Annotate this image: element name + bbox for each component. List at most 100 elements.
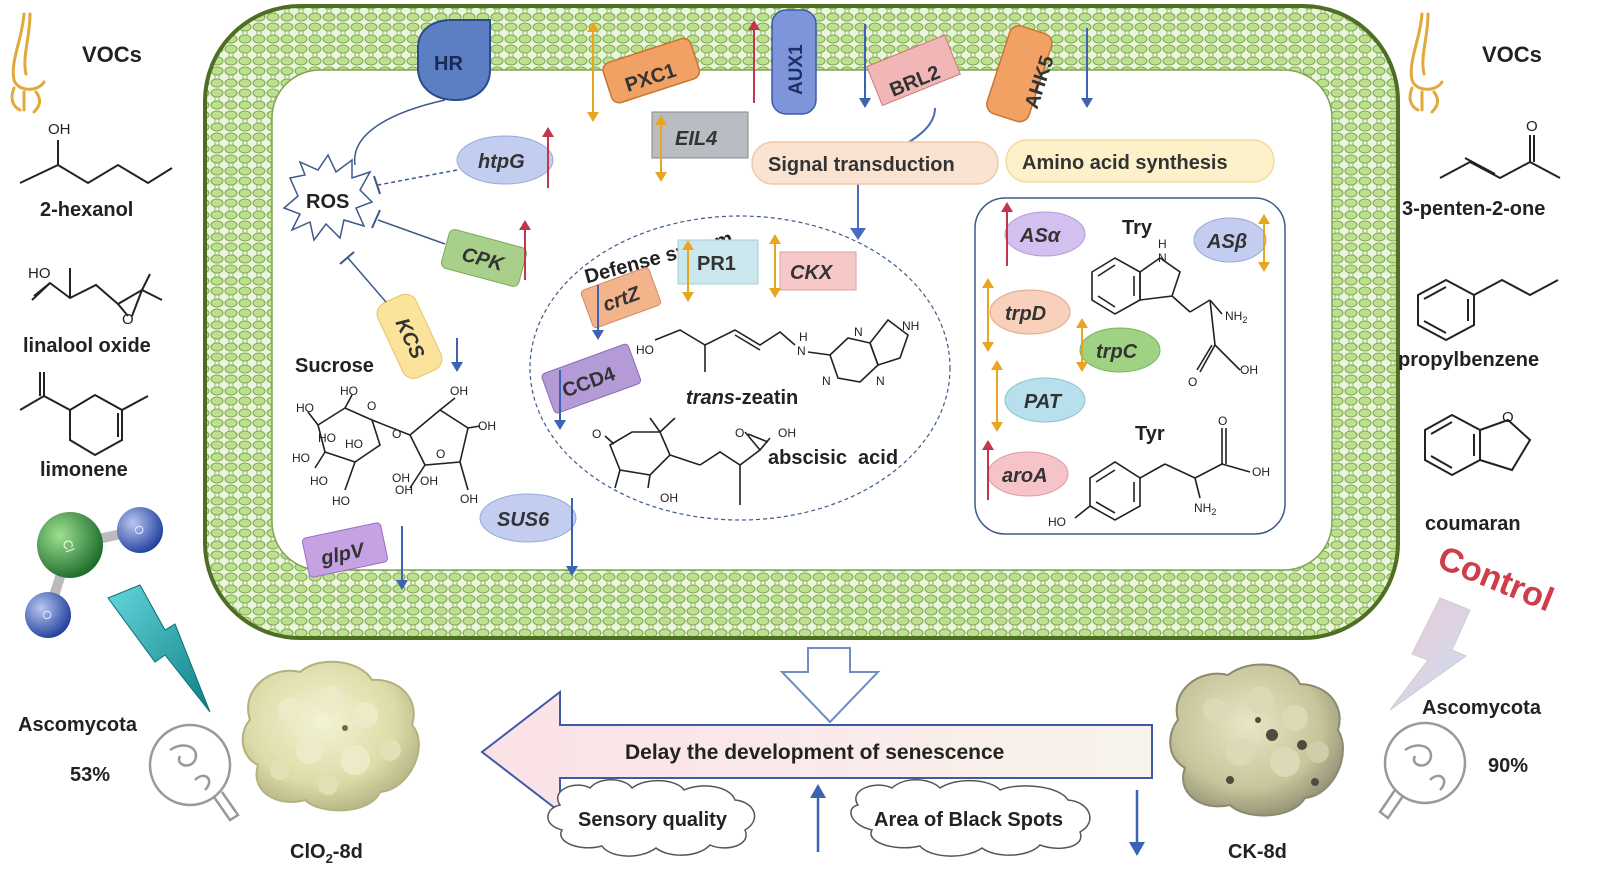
vocs-label-left: VOCs	[82, 42, 142, 67]
kcs-box	[376, 293, 443, 379]
compound-3-penten-2-one: 3-penten-2-one	[1402, 198, 1545, 220]
ahk5-down-arrow	[1081, 28, 1093, 108]
linalool-ho-atom: HO	[28, 265, 51, 282]
try-label: Try	[1122, 217, 1153, 239]
compound-2-hexanol: 2-hexanol	[40, 199, 133, 221]
ascomycota-label-left: Ascomycota	[18, 714, 138, 736]
try-atom-o: O	[1188, 375, 1197, 389]
pr1-bidirectional-arrow	[682, 240, 694, 302]
try-atom-nh2: NH2	[1225, 309, 1247, 325]
hexanol-oh-atom: OH	[48, 121, 71, 138]
crtz-down-arrow	[592, 285, 604, 340]
htpg-inhibit-bar	[373, 175, 381, 195]
ros-label: ROS	[306, 191, 349, 213]
brl2-protein	[866, 34, 961, 107]
sus6-label: SUS6	[497, 509, 550, 531]
trpc-bidirectional-arrow	[1076, 318, 1088, 372]
zeatin-atom-h: H	[799, 330, 808, 344]
sucrose-atom-5: O	[367, 399, 376, 413]
zeatin-atom-nh: NH	[902, 319, 919, 333]
trpc-label: trpC	[1096, 341, 1138, 363]
senescence-big-arrow	[480, 689, 1153, 815]
ckx-bidirectional-arrow	[769, 234, 781, 298]
sucrose-atom-11: OH	[395, 483, 413, 497]
black-spots-label: Area of Black Spots	[874, 809, 1063, 831]
trpd-oval	[989, 289, 1071, 335]
kcs-down-arrow	[451, 338, 463, 372]
brl2-arrowhead	[850, 228, 866, 240]
sucrose-atom-15: OH	[392, 471, 410, 485]
aux1-label: AUX1	[786, 44, 807, 95]
sucrose-atom-6: O	[392, 427, 401, 441]
cell-contents: HR PXC1 AUX1 BRL2 AHK5 EIL4 Signal trans…	[282, 9, 1286, 578]
zeatin-atom-n2: N	[854, 325, 863, 339]
sucrose-atom-12: HO	[332, 494, 350, 508]
glpv-down-arrow	[396, 526, 408, 590]
brl2-down-arrow	[859, 24, 871, 108]
right-panel: VOCs O 3-penten-2-one propylbenzene O co…	[1169, 12, 1561, 863]
ck-cauliflower-image	[1169, 663, 1344, 817]
sensory-up-arrowhead	[810, 784, 826, 798]
hr-label: HR	[434, 53, 463, 75]
pat-label: PAT	[1024, 391, 1063, 413]
kcs-inhibit-bar	[339, 251, 355, 265]
htpg-oval	[456, 135, 554, 185]
abscisic-acid-label: abscisic acid	[768, 447, 898, 469]
crtz-box	[580, 267, 661, 329]
cpk-inhibit-bar	[371, 209, 381, 229]
pentenone-o-atom: O	[1526, 118, 1538, 135]
eil4-label: EIL4	[675, 128, 717, 150]
sensory-quality-label: Sensory quality	[578, 809, 728, 831]
as-alpha-oval	[1004, 211, 1086, 257]
tyr-atom-oh: OH	[1252, 465, 1270, 479]
sucrose-atom-8: OH	[450, 384, 468, 398]
aba-atom-o1: O	[592, 427, 601, 441]
clo2-sample-subscript: 2	[326, 851, 333, 866]
hr-ros-link	[354, 99, 446, 166]
aba-atom-o2: O	[735, 426, 744, 440]
down-hollow-arrow	[779, 647, 881, 724]
cpk-up-arrow	[519, 220, 531, 280]
sucrose-atom-7: O	[436, 447, 445, 461]
sucrose-atom-4: HO	[310, 474, 328, 488]
amino-acid-box	[974, 197, 1286, 535]
zeatin-atom-n4: N	[876, 374, 885, 388]
tyr-atom-o: O	[1218, 414, 1227, 428]
sucrose-atom-14: OH	[420, 474, 438, 488]
trans-zeatin-structure	[654, 318, 909, 383]
clo2-cauliflower-image	[241, 660, 420, 812]
htpg-up-arrow	[542, 127, 554, 188]
trpd-label: trpD	[1005, 303, 1046, 325]
ckx-label: CKX	[790, 262, 834, 284]
trpc-oval	[1079, 327, 1161, 373]
eil4-box	[651, 111, 749, 159]
fungus-magnifier-icon-right	[1378, 721, 1467, 820]
pxc1-bidirectional-arrow	[587, 22, 599, 122]
htpg-label: htpG	[478, 151, 525, 173]
lightning-bolt-icon-right	[1389, 597, 1471, 711]
delay-senescence-text: Delay the development of senescence	[625, 741, 1004, 764]
zeatin-atom-n1: N	[797, 344, 806, 358]
defense-system-ellipse	[529, 215, 951, 521]
pr1-label: PR1	[697, 253, 736, 275]
sucrose-atom-9: OH	[478, 419, 496, 433]
tyr-nh-text: NH	[1194, 501, 1211, 515]
lightning-bolt-icon	[107, 584, 211, 713]
tyr-label: Tyr	[1135, 423, 1165, 445]
try-atom-n: N	[1158, 251, 1167, 265]
clo2-molecule-icon	[25, 507, 163, 638]
glpv-box	[301, 522, 389, 578]
cpk-inhibit-line	[377, 219, 446, 245]
try-nh-subscript: 2	[1242, 315, 1247, 325]
linalool-oxide-structure	[31, 268, 163, 317]
linalool-o-atom: O	[122, 311, 134, 328]
o-atom-1: O	[131, 523, 147, 537]
eil4-bidirectional-arrow	[655, 115, 667, 182]
tryptophan-structure	[1091, 257, 1241, 373]
clo2-sample-prefix: ClO	[290, 841, 326, 863]
sucrose-atom-1: HO	[296, 401, 314, 415]
ahk5-protein	[986, 25, 1053, 123]
bottom-section: Delay the development of senescence Sens…	[480, 647, 1153, 857]
pentenone-structure	[1439, 135, 1561, 180]
pat-bidirectional-arrow	[991, 360, 1003, 432]
